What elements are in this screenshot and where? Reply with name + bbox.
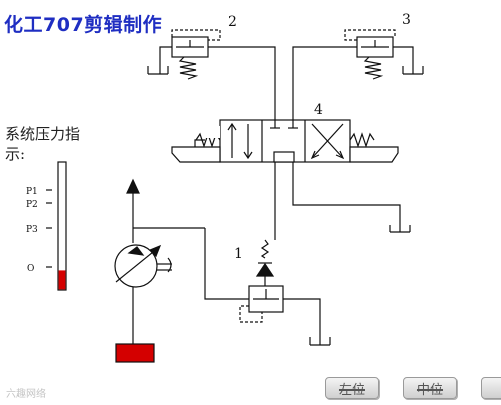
left-position-label: 左位 — [338, 382, 365, 398]
gauge-tick-zero: O — [27, 264, 34, 274]
watermark: 六趣网络 — [6, 389, 46, 400]
component-label-1: 1 — [234, 246, 243, 262]
pressure-gauge: P1 P2 P3 O — [26, 161, 67, 291]
pressure-level-fill — [58, 270, 66, 290]
middle-position-label: 中位 — [416, 382, 443, 398]
component-label-4: 4 — [314, 102, 323, 118]
gauge-tick-p2: P2 — [26, 200, 38, 210]
pressure-valve — [204, 228, 331, 346]
page-title: 化工707剪辑制作 — [4, 14, 163, 36]
right-position-button[interactable] — [481, 377, 501, 399]
pressure-indicator-label: 系统压力指示: — [5, 125, 81, 163]
relief-valve-2: 2 — [147, 14, 276, 120]
middle-position-button[interactable]: 中位 — [403, 377, 457, 399]
left-position-button[interactable]: 左位 — [325, 377, 379, 399]
component-label-2: 2 — [228, 14, 237, 30]
check-valve-1: 1 — [234, 239, 275, 286]
gauge-tick-p3: P3 — [26, 225, 38, 235]
variable-pump — [114, 178, 205, 344]
oil-reservoir — [115, 343, 155, 363]
directional-valve-4: 4 — [171, 102, 399, 163]
relief-valve-3: 3 — [292, 12, 424, 120]
component-label-3: 3 — [402, 12, 411, 28]
gauge-tick-p1: P1 — [26, 187, 38, 197]
